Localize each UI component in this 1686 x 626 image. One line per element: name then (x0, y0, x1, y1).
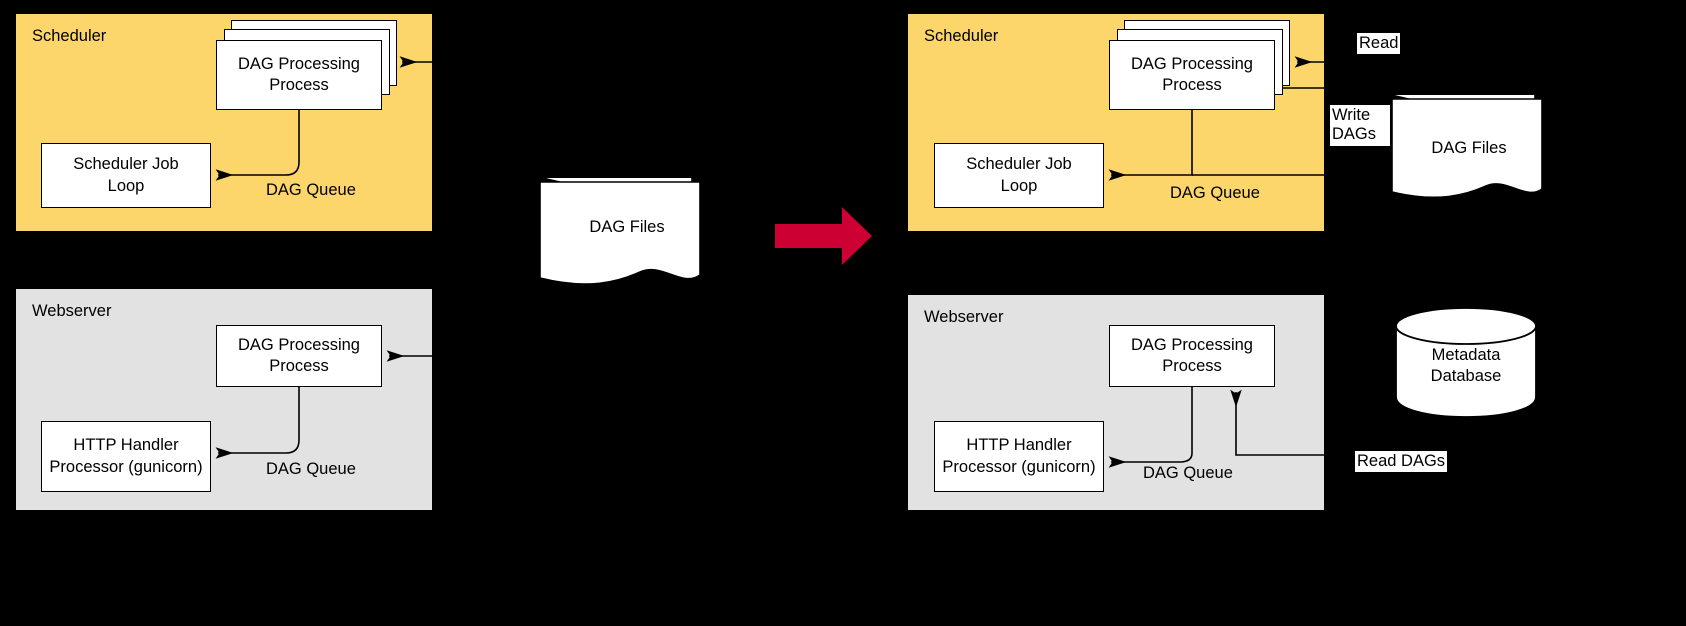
right-scheduler-dag-processing-process[interactable]: DAG Processing Process (1109, 40, 1275, 110)
right-scheduler-title: Scheduler (924, 27, 999, 45)
right-scheduler-dpp-line2: Process (1162, 76, 1222, 94)
center-dag-files[interactable]: DAG Files (530, 178, 712, 293)
right-scheduler-dag-queue-label: DAG Queue (1170, 184, 1260, 202)
right-webserver-dag-queue-label: DAG Queue (1143, 464, 1233, 482)
left-scheduler-title: Scheduler (32, 27, 107, 45)
right-webserver-read-dags-arrow (1230, 389, 1432, 456)
left-scheduler-dpp-line2: Process (269, 76, 329, 94)
right-read-dags-label: Read DAGs (1355, 451, 1448, 473)
left-scheduler-dag-queue-label: DAG Queue (266, 181, 356, 199)
metadata-database-label-line1: Metadata (1431, 346, 1501, 364)
left-webserver-dag-queue-arrow (215, 387, 300, 459)
right-webserver-http-handler[interactable]: HTTP Handler Processor (gunicorn) (934, 421, 1104, 492)
left-scheduler-dpp-line1: DAG Processing (238, 54, 360, 73)
right-webserver-http-handler-line2: Processor (gunicorn) (942, 457, 1096, 476)
right-write-dags-label: Write DAGs (1330, 105, 1390, 146)
left-scheduler-dag-processing-process[interactable]: DAG Processing Process (216, 40, 382, 110)
metadata-database-shape (1395, 307, 1537, 418)
metadata-database[interactable]: Metadata Database (1392, 304, 1540, 419)
right-read-label: Read (1357, 33, 1401, 55)
right-scheduler-job-loop-line2: Loop (1000, 176, 1038, 195)
left-webserver-dag-processing-process[interactable]: DAG Processing Process (216, 325, 382, 387)
red-transition-arrow (775, 207, 872, 265)
right-dag-files[interactable]: DAG Files (1382, 95, 1552, 207)
right-webserver-http-handler-line1: HTTP Handler (966, 436, 1072, 455)
center-dag-files-shape (539, 178, 701, 285)
metadata-database-label-line2: Database (1430, 367, 1502, 385)
right-webserver-dag-processing-process[interactable]: DAG Processing Process (1109, 325, 1275, 387)
left-webserver-http-handler[interactable]: HTTP Handler Processor (gunicorn) (41, 421, 211, 492)
left-webserver-http-handler-line2: Processor (gunicorn) (49, 457, 203, 476)
right-webserver-dpp-line2: Process (1162, 357, 1222, 375)
left-scheduler-dag-queue-arrow (215, 110, 300, 181)
right-scheduler-job-loop-line1: Scheduler Job (966, 155, 1072, 174)
center-dag-files-label: DAG Files (589, 218, 665, 236)
right-dag-files-shape (1387, 95, 1543, 199)
right-scheduler-dag-queue-arrow (1108, 110, 1193, 181)
left-scheduler-job-loop-line1: Scheduler Job (73, 155, 179, 174)
left-webserver-dag-queue-label: DAG Queue (266, 460, 356, 478)
right-scheduler-job-loop[interactable]: Scheduler Job Loop (934, 143, 1104, 208)
left-webserver-dpp-line2: Process (269, 357, 329, 375)
left-scheduler-job-loop-line2: Loop (107, 176, 145, 195)
right-webserver-title: Webserver (924, 308, 1004, 326)
right-dag-files-label: DAG Files (1431, 139, 1507, 157)
right-webserver-dpp-line1: DAG Processing (1131, 335, 1253, 354)
left-scheduler-job-loop[interactable]: Scheduler Job Loop (41, 143, 211, 208)
right-scheduler-dpp-line1: DAG Processing (1131, 54, 1253, 73)
left-webserver-title: Webserver (32, 302, 112, 320)
left-webserver-http-handler-line1: HTTP Handler (73, 436, 179, 455)
right-webserver-dag-queue-arrow (1108, 387, 1193, 468)
left-webserver-dpp-line1: DAG Processing (238, 335, 360, 354)
